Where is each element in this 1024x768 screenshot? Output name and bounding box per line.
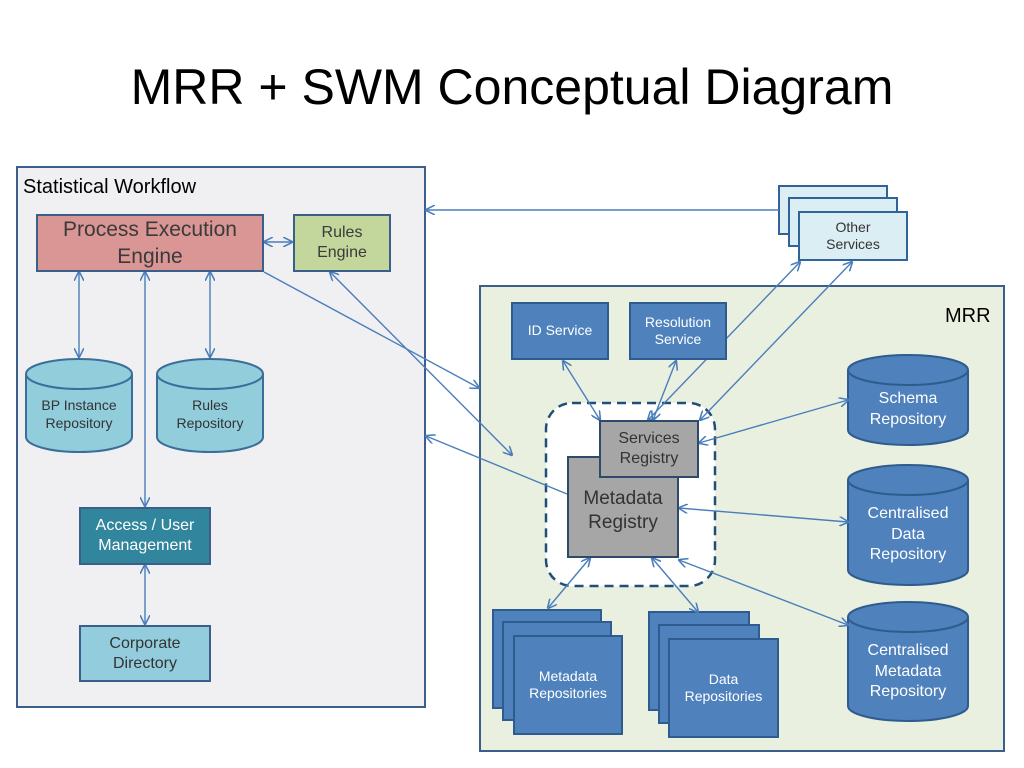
resolution-service: Resolution Service	[629, 302, 727, 360]
process-execution-engine: Process Execution Engine	[36, 214, 264, 272]
centralised-data-repository-label: Centralised Data Repository	[867, 504, 949, 564]
arrow-services-schema	[699, 400, 848, 443]
corporate-directory-label: Corporate Directory	[109, 634, 181, 672]
bp-instance-cylinder	[25, 358, 133, 453]
centralised-data-repository-cylinder	[847, 464, 969, 586]
metadata-registry-label: Metadata Registry	[583, 488, 663, 533]
data-repositories-stack	[648, 611, 779, 738]
schema-repository-label: Schema Repository	[869, 390, 947, 428]
schema-repository-cylinder	[847, 354, 969, 446]
access-user-management: Access / User Management	[79, 507, 211, 565]
statistical-workflow-label: Statistical Workflow	[23, 176, 197, 198]
process-execution-engine-label: Process Execution Engine	[63, 217, 237, 268]
resolution-service-label: Resolution Service	[644, 313, 712, 348]
arrow-metadata-metarepos	[548, 558, 590, 608]
arrow-id-services	[563, 361, 600, 420]
id-service: ID Service	[511, 302, 609, 360]
arrow-engine-mrr	[263, 271, 479, 388]
rules-repository-label: Rules Repository	[176, 396, 244, 431]
arrow-other-services-b	[700, 262, 852, 420]
other-services-label: Other Services	[826, 218, 880, 253]
other-services-label-box: Other Services	[801, 214, 905, 258]
metadata-repositories-stack	[492, 609, 623, 735]
bp-instance-repository-label: BP Instance Repository	[41, 396, 117, 431]
mrr-label: MRR	[945, 305, 991, 327]
arrow-rules-registry	[330, 272, 512, 455]
arrow-registry-workflow	[426, 436, 568, 495]
arrow-metadata-datarepos	[652, 558, 698, 612]
data-repositories-label-box: Data Repositories	[669, 639, 778, 737]
rules-engine: Rules Engine	[293, 214, 391, 272]
centralised-metadata-repository-cylinder	[847, 601, 969, 722]
arrow-metadata-centralmeta	[679, 560, 848, 625]
centralised-metadata-repository-label: Centralised Metadata Repository	[867, 641, 949, 701]
services-registry-label: Services Registry	[618, 430, 680, 467]
other-services-stack	[778, 185, 908, 261]
corporate-directory: Corporate Directory	[79, 625, 211, 682]
id-service-label: ID Service	[527, 322, 593, 339]
metadata-repositories-label: Metadata Repositories	[529, 667, 607, 702]
access-user-management-label: Access / User Management	[95, 517, 195, 554]
page-title: MRR + SWM Conceptual Diagram	[130, 59, 894, 115]
metadata-repositories-label-box: Metadata Repositories	[514, 636, 622, 734]
arrow-metadata-centraldata	[679, 508, 848, 522]
rules-repository-cylinder	[156, 358, 264, 453]
rules-engine-label: Rules Engine	[317, 224, 367, 261]
data-repositories-label: Data Repositories	[684, 670, 763, 705]
services-registry: Services Registry	[599, 420, 699, 478]
